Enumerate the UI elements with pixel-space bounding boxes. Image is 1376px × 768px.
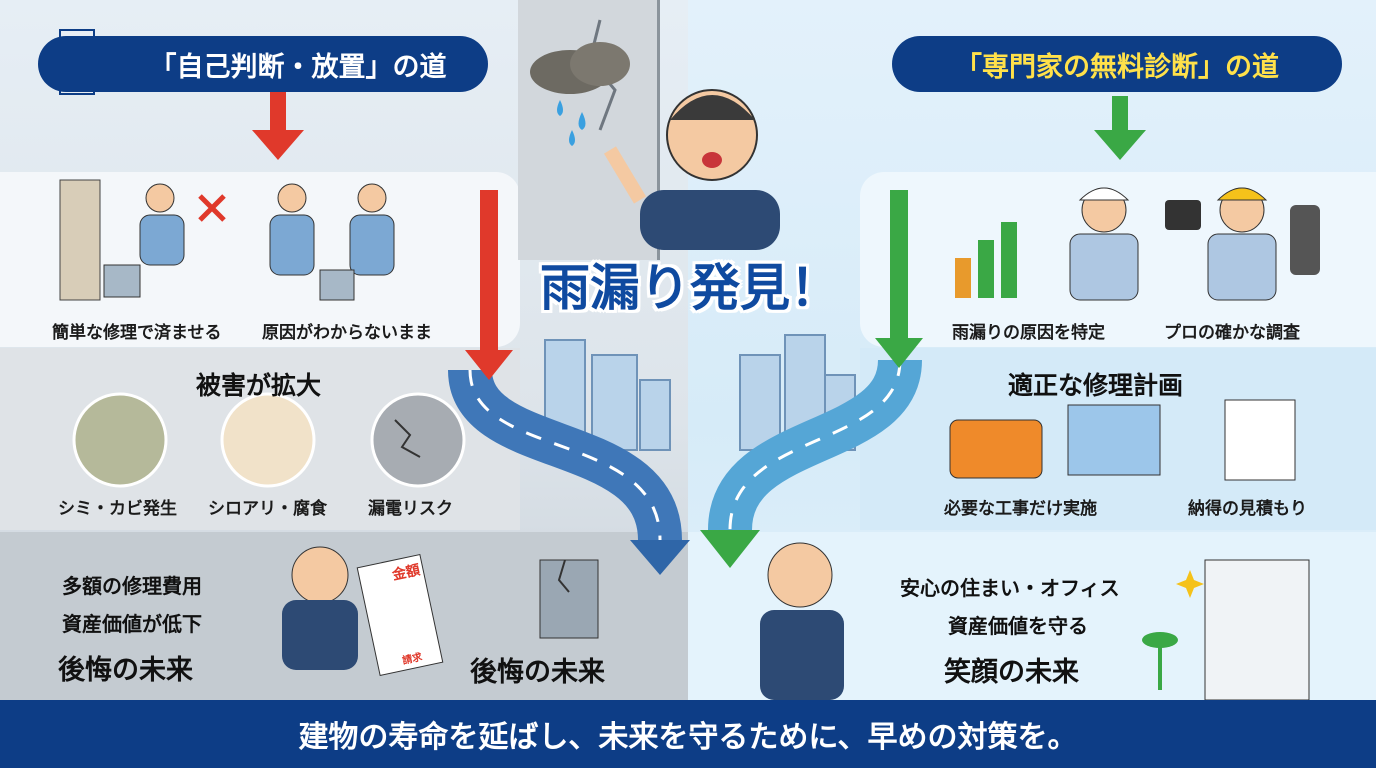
left-step1-caption-a: 簡単な修理で済ませる bbox=[52, 323, 222, 343]
left-step3-line1: 多額の修理費用 bbox=[62, 574, 202, 598]
right-step3-line1: 安心の住まい・オフィス bbox=[900, 576, 1120, 600]
right-road-arrow bbox=[700, 530, 760, 568]
cracked-wall bbox=[518, 0, 660, 260]
right-step2-item-1: 必要な工事だけ実施 bbox=[944, 499, 1097, 519]
mold-icon bbox=[72, 392, 168, 488]
cracked-building-icon bbox=[539, 559, 599, 639]
happy-building-icon bbox=[1204, 559, 1310, 700]
green-arrow-icon bbox=[1094, 130, 1146, 160]
left-step2-item-3: 漏電リスク bbox=[368, 499, 453, 519]
left-step2-item-1: シミ・カビ発生 bbox=[58, 499, 177, 519]
scene-illustration bbox=[59, 19, 1320, 700]
left-road-arrow bbox=[630, 540, 690, 575]
center-title: 雨漏り発見！ bbox=[540, 259, 840, 317]
left-step2-heading: 被害が拡大 bbox=[196, 371, 322, 400]
estimate-icon bbox=[1224, 399, 1296, 481]
left-path-title: 「自己判断・放置」の道 bbox=[38, 36, 488, 92]
surprised-man-icon bbox=[603, 89, 780, 250]
red-arrow-icon bbox=[252, 130, 304, 160]
blueprint-icon bbox=[1067, 404, 1161, 476]
left-step3-line3: 後悔の未来 bbox=[58, 655, 193, 686]
plant-icon bbox=[1142, 632, 1178, 690]
right-step3-line2: 資産価値を守る bbox=[948, 614, 1088, 638]
distressed-man-icon bbox=[282, 546, 358, 670]
red-down-arrow-icon bbox=[465, 350, 513, 380]
bill-icon bbox=[356, 553, 444, 677]
electric-leak-icon bbox=[370, 392, 466, 488]
right-path-title: 「専門家の無料診断」の道 bbox=[892, 36, 1342, 92]
footer-banner: 建物の寿命を延ばし、未来を守るために、早めの対策を。 bbox=[0, 700, 1376, 768]
right-step3-line3: 笑顔の未来 bbox=[944, 657, 1079, 688]
green-down-arrow-icon bbox=[875, 338, 923, 368]
termite-icon bbox=[220, 392, 316, 488]
left-step1-caption-b: 原因がわからないまま bbox=[262, 323, 432, 343]
right-step2-heading: 適正な修理計画 bbox=[1008, 371, 1184, 400]
left-step2-item-2: シロアリ・腐食 bbox=[208, 499, 327, 519]
right-step1-caption-b: プロの確かな調査 bbox=[1164, 323, 1300, 343]
self-repair-workers-icon bbox=[59, 179, 395, 301]
right-step1-caption-a: 雨漏りの原因を特定 bbox=[952, 323, 1105, 343]
smiling-man-icon bbox=[760, 542, 844, 700]
left-step3-label-right: 後悔の未来 bbox=[470, 657, 605, 688]
rain-cloud-icon bbox=[530, 42, 630, 146]
left-step3-line2: 資産価値が低下 bbox=[62, 612, 202, 636]
sparkle-icon bbox=[1176, 570, 1204, 598]
toolbox-icon bbox=[949, 419, 1043, 479]
inspection-icon bbox=[955, 187, 1320, 301]
right-step2-item-2: 納得の見積もり bbox=[1188, 499, 1307, 519]
